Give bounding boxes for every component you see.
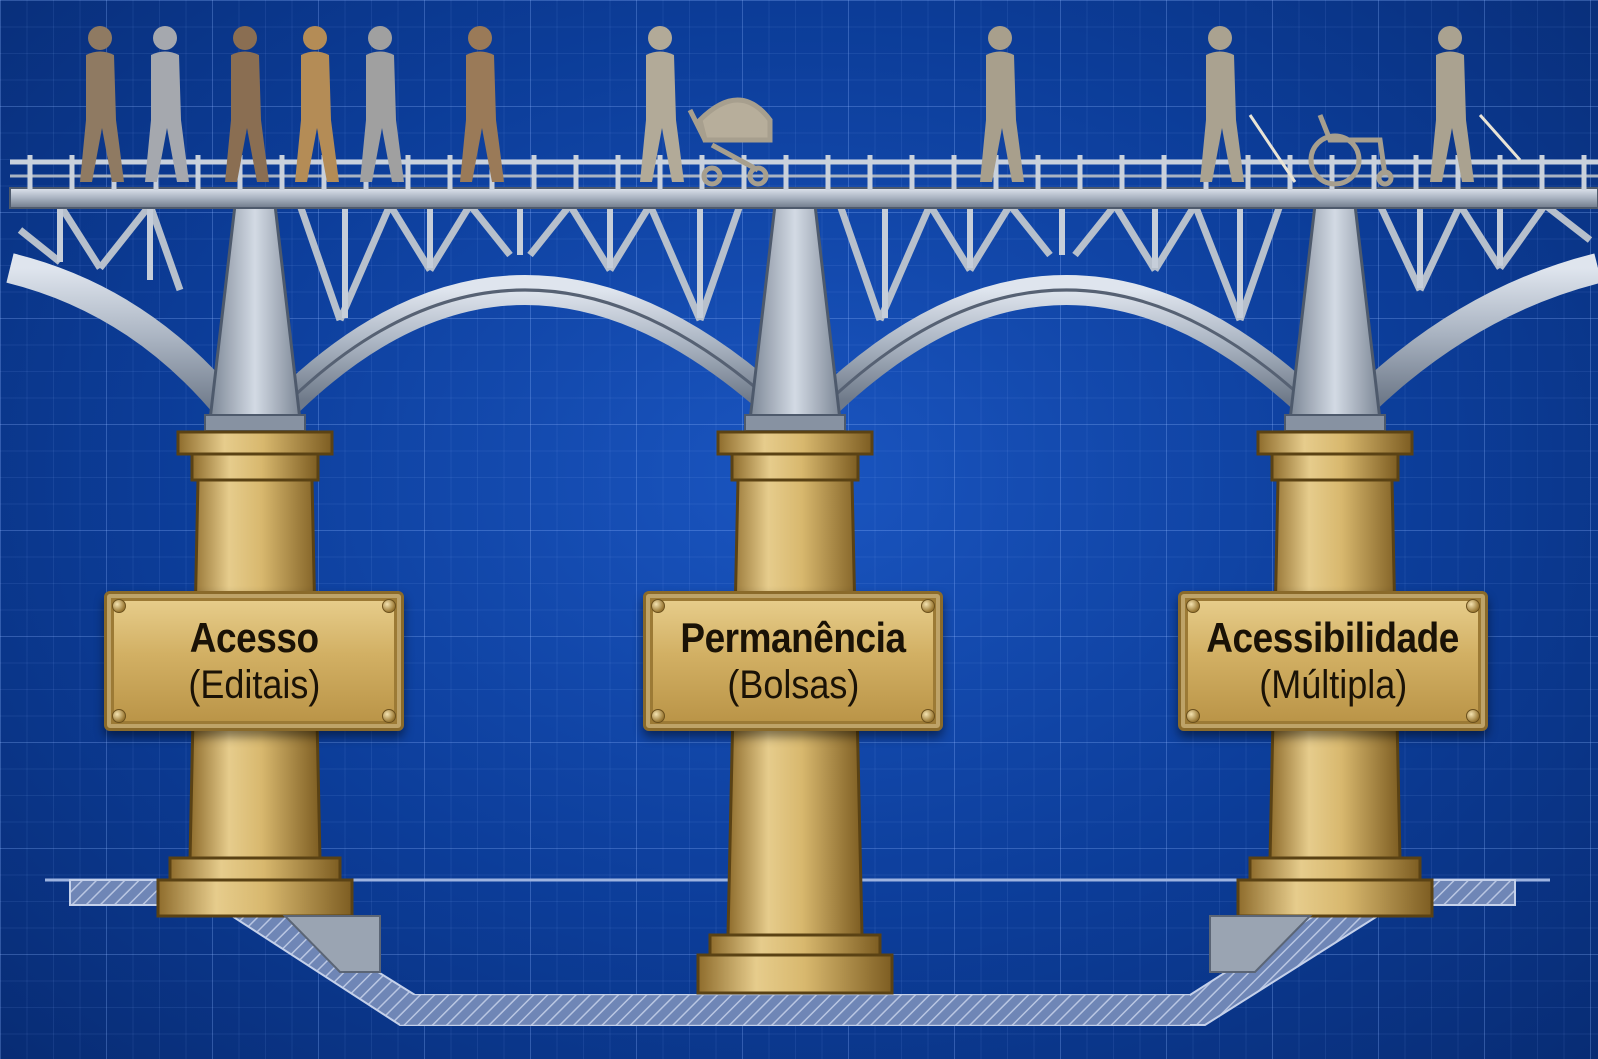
rivet-icon (1186, 599, 1200, 613)
person-walking-icon (225, 26, 269, 182)
person-walking-icon (80, 26, 124, 182)
footings (282, 915, 1313, 973)
wheelchair-icon (1308, 114, 1394, 187)
rivet-icon (651, 709, 665, 723)
rivet-icon (651, 599, 665, 613)
person-walking-icon (980, 26, 1024, 182)
bridge-arches (6, 253, 1598, 420)
rivet-icon (382, 599, 396, 613)
rivet-icon (1186, 709, 1200, 723)
rivet-icon (112, 709, 126, 723)
rivet-icon (1466, 709, 1480, 723)
bridge-truss (17, 202, 1593, 322)
person-walking-icon (1430, 26, 1474, 182)
railing-posts (27, 155, 1587, 190)
person-walking-icon (145, 26, 189, 182)
plaque-acesso: Acesso (Editais) (104, 591, 404, 731)
columns (156, 430, 1434, 995)
plaque-subtitle: (Múltipla) (1258, 663, 1408, 707)
person-walking-icon (295, 26, 339, 182)
baby-stroller-icon (687, 97, 773, 187)
bridge-deck (9, 159, 1598, 209)
plaque-subtitle: (Editais) (187, 663, 321, 707)
plaque-title: Acesso (189, 614, 319, 661)
rivet-icon (382, 709, 396, 723)
person-walking-icon (1200, 26, 1244, 182)
column-acesso (156, 430, 354, 918)
truss-verticals (57, 205, 1503, 318)
pedestrians (80, 26, 1474, 182)
person-walking-icon (360, 26, 404, 182)
plaque-acessibilidade: Acessibilidade (Múltipla) (1178, 591, 1488, 731)
plaque-subtitle: (Bolsas) (726, 663, 860, 707)
white-cane-icon (1248, 114, 1522, 183)
person-walking-icon (640, 26, 684, 182)
person-walking-icon (460, 26, 504, 182)
steel-towers (204, 203, 1386, 432)
rivet-icon (1466, 599, 1480, 613)
plaque-permanencia: Permanência (Bolsas) (643, 591, 943, 731)
rivet-icon (921, 599, 935, 613)
rivet-icon (921, 709, 935, 723)
rivet-icon (112, 599, 126, 613)
plaque-title: Permanência (680, 614, 906, 661)
plaque-title: Acessibilidade (1206, 614, 1460, 661)
